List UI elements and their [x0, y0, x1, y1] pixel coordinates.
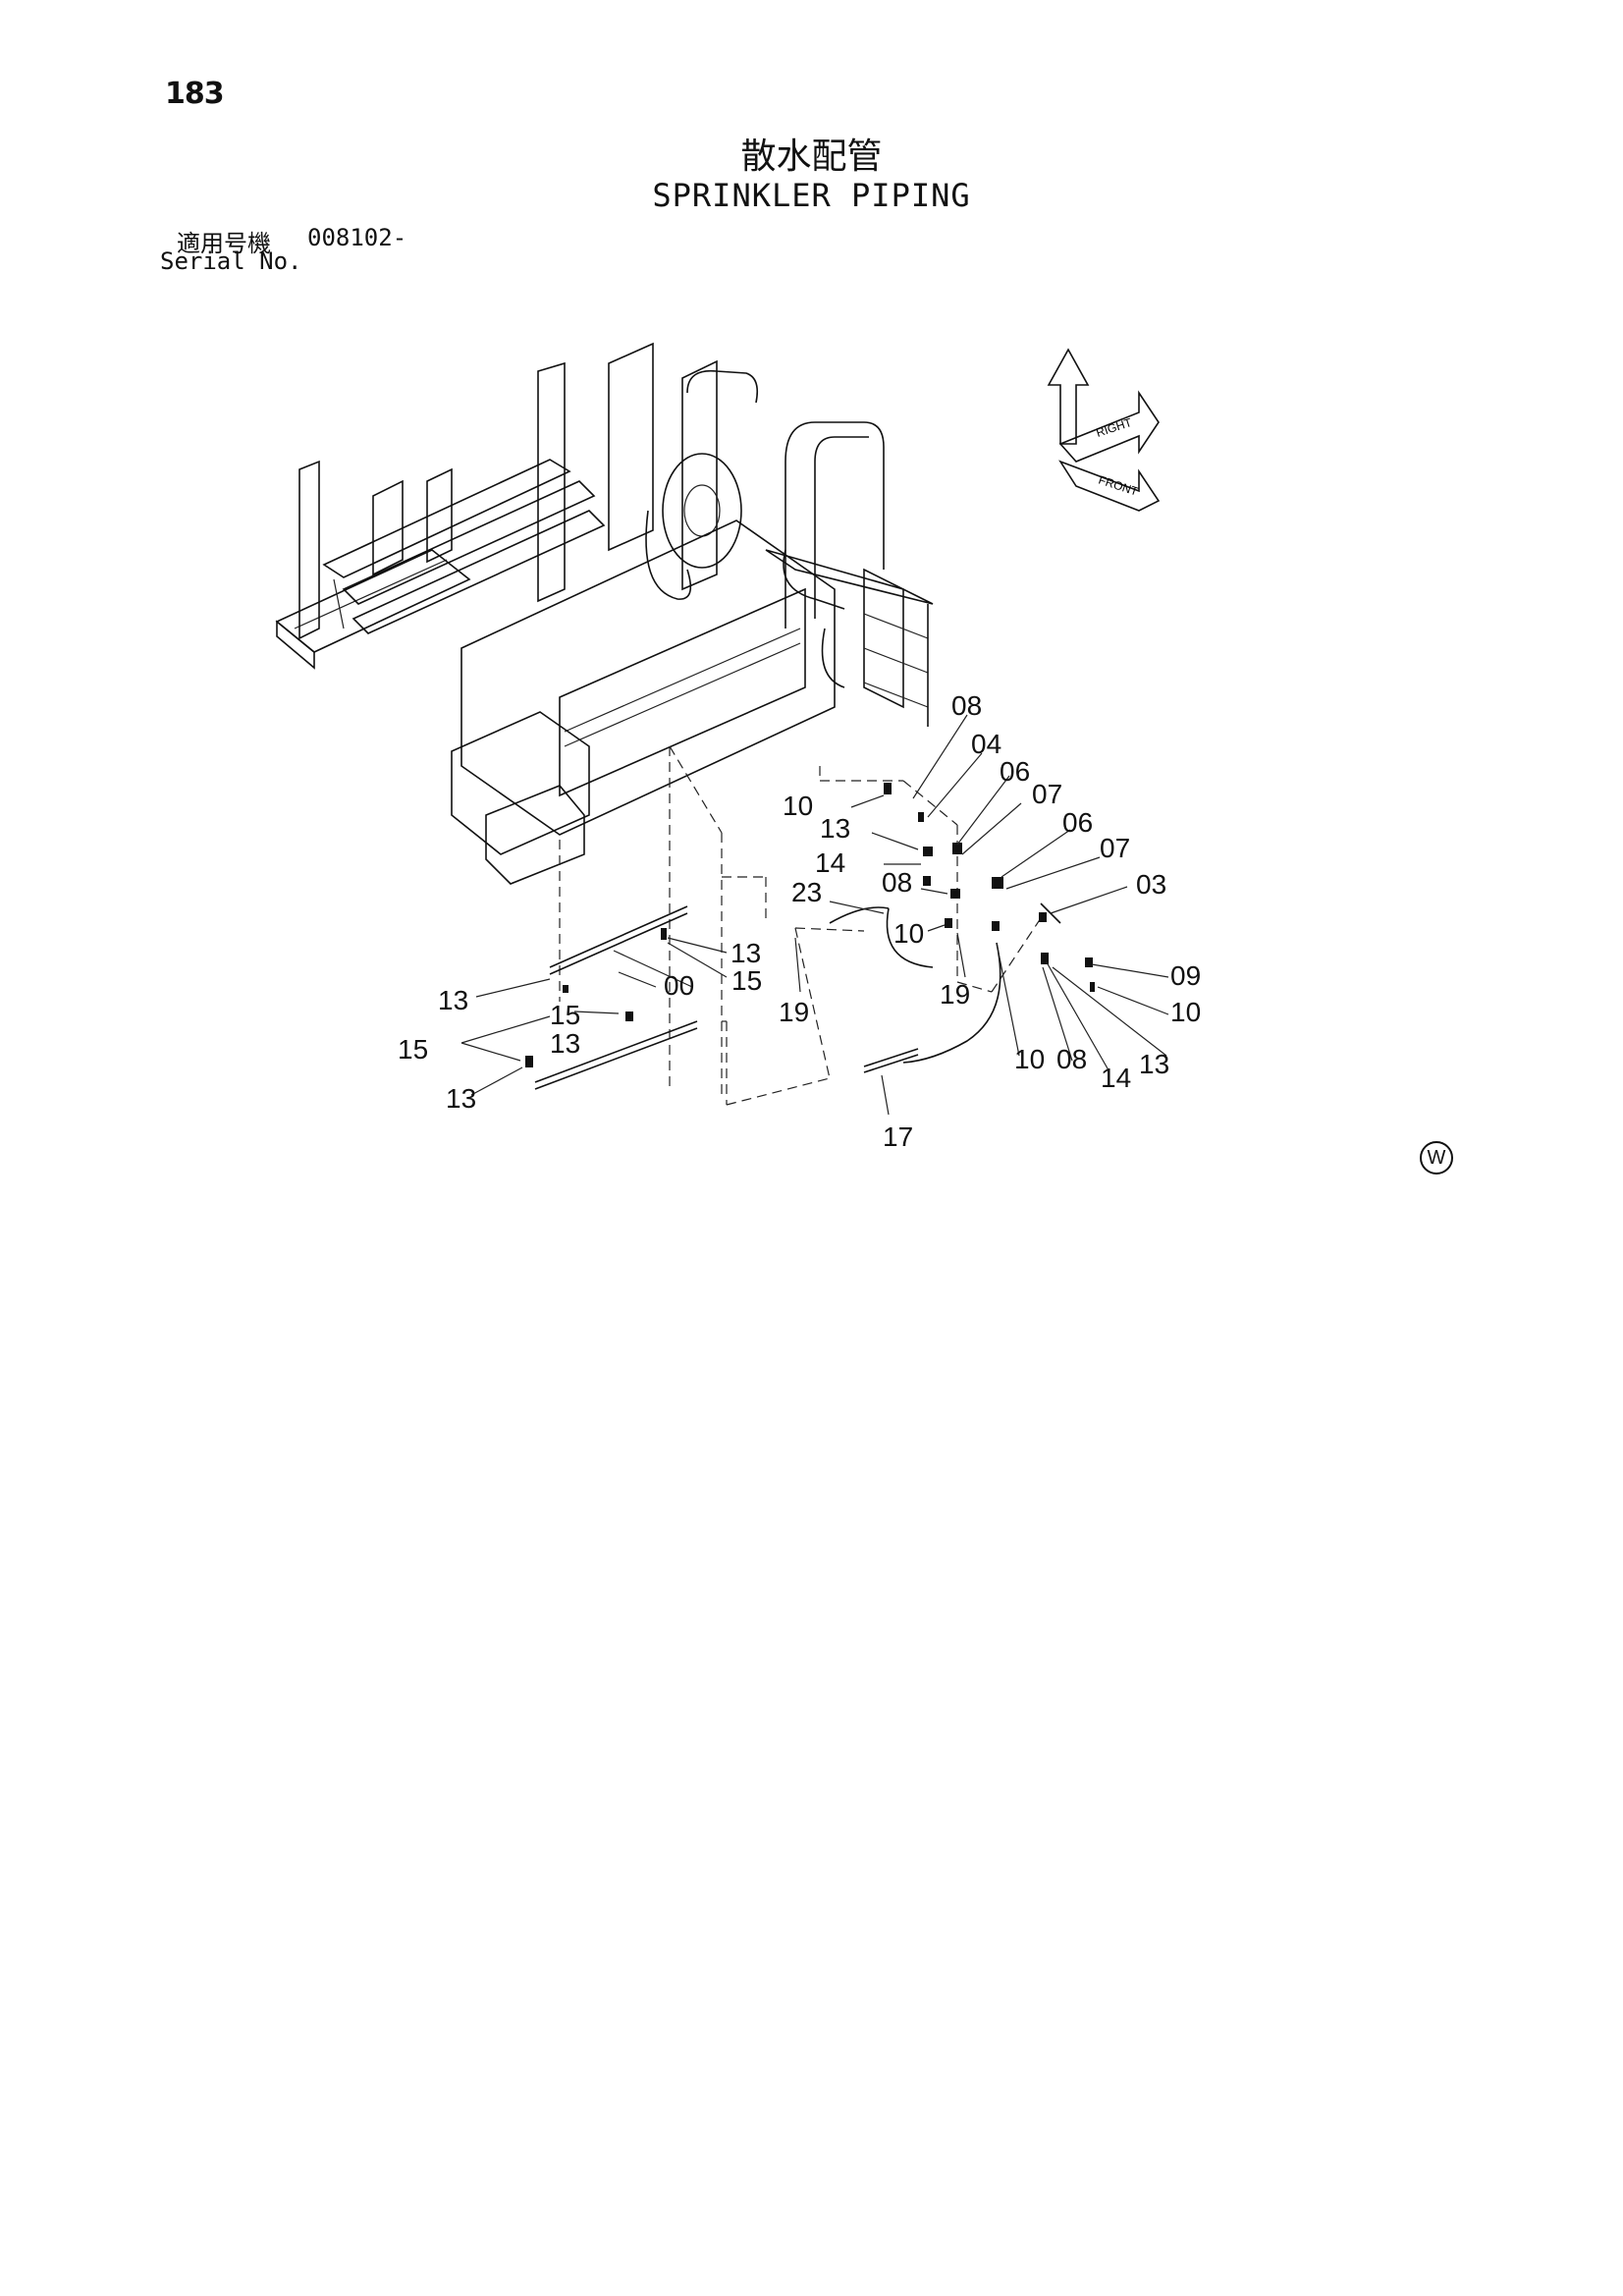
callout-label: 15: [731, 965, 762, 996]
callout-label: 14: [815, 847, 845, 878]
callout-label: 10: [893, 918, 924, 949]
callout-label: 08: [951, 690, 982, 721]
callout-label: 09: [1170, 960, 1201, 991]
leader-lines: [460, 714, 1169, 1116]
callout-label: 15: [550, 1000, 580, 1030]
callout-label: 10: [1014, 1044, 1045, 1074]
callout-label: 13: [550, 1028, 580, 1059]
phantom-lines: [559, 745, 1042, 1106]
callout-label: 07: [1100, 833, 1130, 863]
serial-label-japanese: 適用号機: [177, 230, 271, 257]
callout-label: 17: [883, 1121, 913, 1152]
callout-label: 03: [1136, 869, 1166, 900]
callouts: 08 04 06 07 06 07 10 13 14 08 03 23 10 1…: [398, 690, 1201, 1152]
callout-label: 19: [779, 997, 809, 1027]
callout-label: 13: [446, 1083, 476, 1114]
callout-label: 06: [1000, 756, 1030, 787]
orientation-icon: RIGHT FRONT: [1047, 348, 1161, 512]
title-english: SPRINKLER PIPING: [652, 177, 971, 214]
callout-label: 13: [1139, 1049, 1169, 1079]
machine-frame-drawing: [275, 342, 934, 885]
orientation-right-label: RIGHT: [1095, 415, 1134, 440]
callout-label: 19: [940, 979, 970, 1010]
pipes: [534, 902, 1061, 1090]
callout-label: 13: [730, 938, 761, 968]
callout-label: 08: [1056, 1044, 1087, 1074]
fittings: [525, 783, 1095, 1067]
callout-label: 10: [783, 791, 813, 821]
serial-number-value: 008102-: [307, 224, 407, 251]
callout-label: 10: [1170, 997, 1201, 1027]
page-number: 183: [165, 77, 225, 111]
callout-label: 00: [664, 970, 694, 1001]
callout-label: 13: [820, 813, 850, 844]
callout-label: 23: [791, 877, 822, 907]
corner-w-mark: W: [1420, 1141, 1453, 1175]
title-japanese: 散水配管: [740, 137, 883, 177]
callout-label: 13: [438, 985, 468, 1015]
callout-label: 06: [1062, 807, 1093, 838]
orientation-front-label: FRONT: [1097, 473, 1140, 499]
callout-label: 07: [1032, 779, 1062, 809]
callout-label: 15: [398, 1034, 428, 1065]
serial-label-english: Serial No.: [160, 247, 302, 275]
callout-label: 14: [1101, 1063, 1131, 1093]
callout-label: 08: [882, 867, 912, 898]
callout-label: 04: [971, 729, 1001, 759]
